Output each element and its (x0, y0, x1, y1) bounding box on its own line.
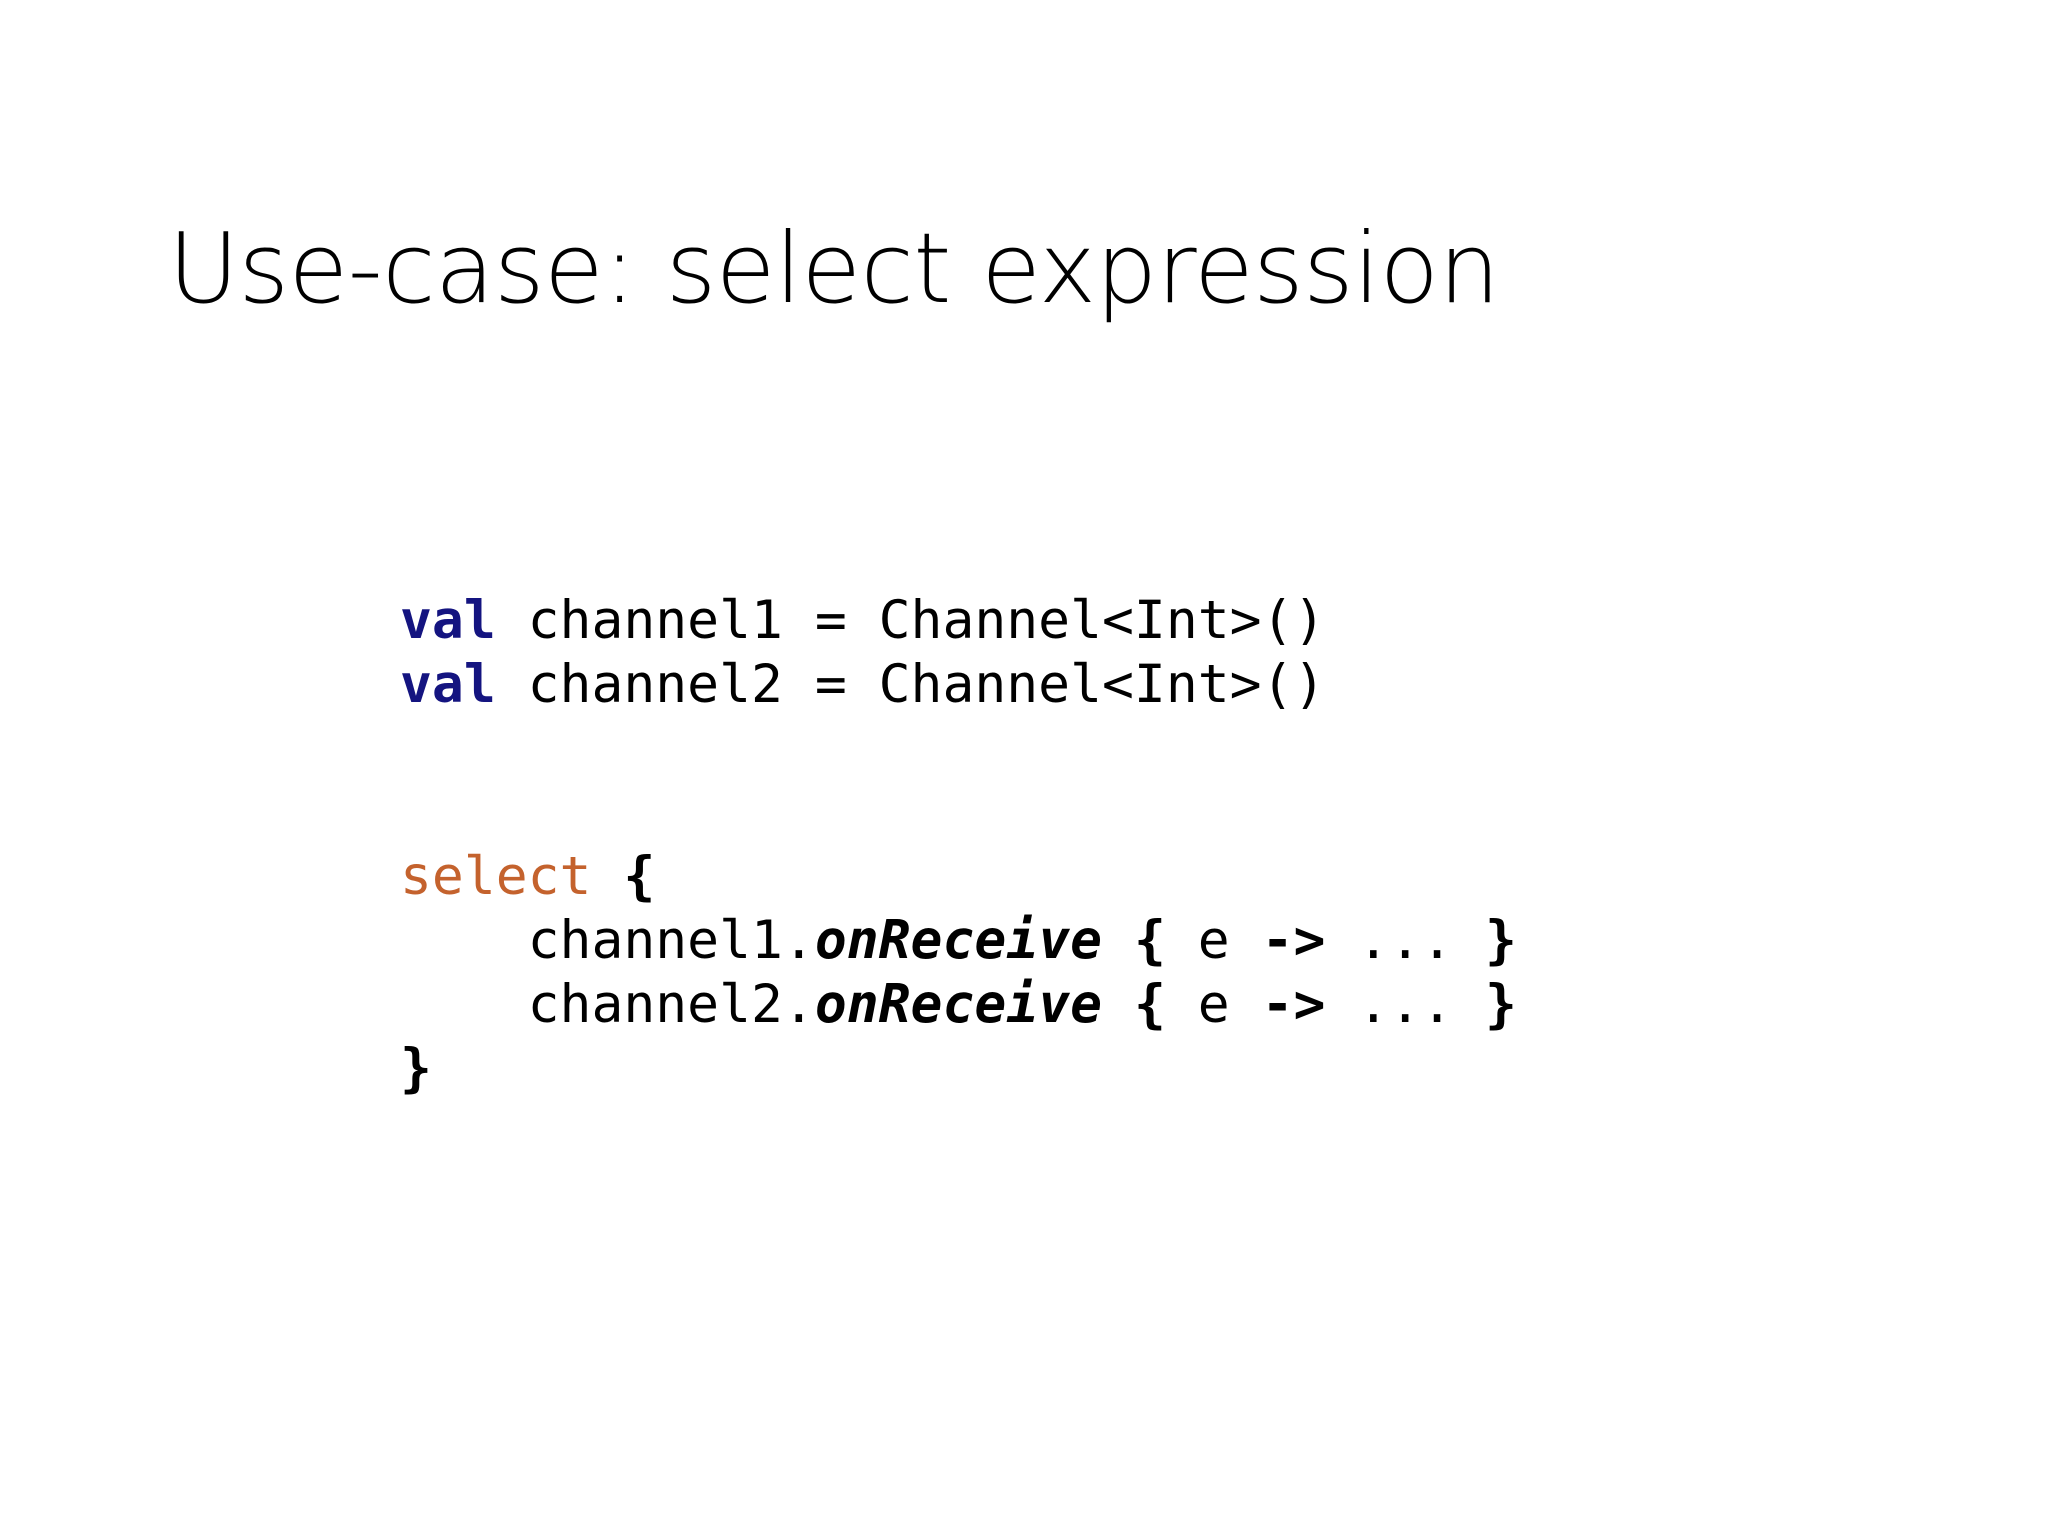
page-title: Use-case: select expression (168, 211, 1500, 325)
code-token-keyword: val (400, 590, 496, 651)
code-token-brace: } (400, 1038, 432, 1099)
code-token-function: select (400, 846, 592, 907)
code-line: channel1.onReceive { e -> ... } (400, 909, 1517, 973)
code-line: val channel2 = Channel<Int>() (400, 653, 1517, 717)
code-token-member: onReceive (814, 974, 1103, 1035)
code-token-keyword: val (400, 654, 496, 715)
code-token-brace: { (1133, 974, 1166, 1035)
code-token-arrow: -> (1261, 974, 1326, 1035)
code-token-plain: channel2 = Channel<Int>() (495, 654, 1326, 715)
code-line: channel2.onReceive { e -> ... } (400, 973, 1517, 1037)
code-line: ​ (400, 717, 1517, 781)
code-token-brace: } (1484, 910, 1517, 971)
code-token-brace: } (1484, 974, 1517, 1035)
code-block: val channel1 = Channel<Int>()val channel… (400, 589, 1517, 1101)
code-token-plain: channel2. (400, 974, 815, 1035)
code-token-plain: ... (1325, 910, 1485, 971)
code-token-plain (1102, 910, 1134, 971)
code-token-plain (591, 846, 623, 907)
code-line: ​ (400, 781, 1517, 845)
code-token-brace: { (1133, 910, 1166, 971)
code-line: select { (400, 845, 1517, 909)
code-token-plain (1102, 974, 1134, 1035)
code-token-plain: channel1 = Channel<Int>() (495, 590, 1326, 651)
code-token-member: onReceive (814, 910, 1103, 971)
code-line: } (400, 1037, 1517, 1101)
code-token-brace: { (623, 846, 656, 907)
code-token-plain: channel1. (400, 910, 815, 971)
code-token-plain: ... (1325, 974, 1485, 1035)
code-line: val channel1 = Channel<Int>() (400, 589, 1517, 653)
code-token-plain: e (1165, 910, 1262, 971)
code-token-plain: e (1165, 974, 1262, 1035)
code-token-arrow: -> (1261, 910, 1326, 971)
